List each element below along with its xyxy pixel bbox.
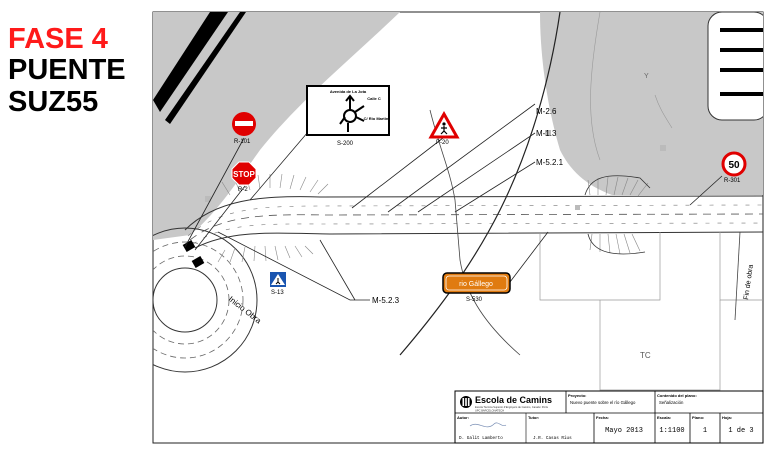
marker-dot <box>575 205 580 210</box>
crosswalk-stripe <box>720 48 763 52</box>
tutor-label: Tutor: <box>528 415 539 420</box>
sign-code-s13: S-13 <box>271 290 284 296</box>
content-value: Señalización <box>659 400 684 405</box>
river-edge <box>429 109 521 356</box>
content-label: Contenido del plano: <box>657 393 697 398</box>
tc-label: TC <box>640 351 651 360</box>
marker-dot <box>205 196 211 202</box>
road-edge-north <box>184 195 763 231</box>
marker-dot <box>660 145 666 151</box>
roundabout-outer <box>153 227 258 373</box>
sign-code-r301: R-301 <box>724 178 741 184</box>
direction-dest-3: C/ Rio Martin <box>364 116 389 121</box>
river-name-sign <box>442 272 511 294</box>
parcel-outline <box>599 300 721 391</box>
fin-obra-label: Fin de obra <box>743 264 755 300</box>
school-logo-icon <box>460 396 472 408</box>
sign-code-s200: S-200 <box>337 141 354 147</box>
author-label: Autor: <box>457 415 469 420</box>
school-subtitle: Escola Tècnica Superior d'Enginyers de C… <box>475 405 549 409</box>
sign-code-r101: R-101 <box>234 139 251 145</box>
road-centerline <box>189 213 763 241</box>
embankment-hatch-east <box>587 176 649 255</box>
speed-limit-sign <box>721 151 747 177</box>
school-name: Escola de Camins <box>475 395 552 405</box>
sign-code-r2: R-2 <box>238 187 248 193</box>
river-name-sign-border <box>445 275 508 291</box>
terrain-line <box>590 12 601 161</box>
marking-label-m521: M-5.2.1 <box>536 158 564 167</box>
river-name-text: rio Gállego <box>459 281 493 288</box>
date-value: Mayo 2013 <box>605 427 643 435</box>
speed-limit-value: 50 <box>728 160 740 171</box>
sheet-label: Hoja: <box>722 415 732 420</box>
title-block <box>454 390 764 444</box>
y-label: Y <box>644 73 649 80</box>
school-subtitle-2: UPC BARCELONATECH <box>475 409 504 413</box>
marker-dot <box>545 130 551 136</box>
fin-obra-line <box>734 231 741 321</box>
author-signature <box>469 422 507 428</box>
direction-dest-2: Calle C <box>367 96 381 101</box>
stop-sign <box>231 161 257 186</box>
direction-dest-1: Avenida de La Jota <box>330 89 367 94</box>
phase-subtitle-2: SUZ55 <box>8 85 99 118</box>
gray-zone-left <box>153 12 400 240</box>
terrain-line <box>654 94 673 129</box>
yield-marking <box>182 240 196 252</box>
yield-marking <box>191 256 205 268</box>
phase-title: FASE 4 PUENTE SUZ55 <box>8 23 126 118</box>
tutor-value: J.R. Casas Rius <box>533 436 572 441</box>
leader-lines <box>184 103 723 301</box>
scale-label: Escala: <box>657 415 671 420</box>
stop-sign-text: STOP <box>233 170 255 179</box>
crosswalk-stripe <box>720 68 763 72</box>
roundabout-lane <box>153 255 230 345</box>
project-value: Nuevo puente sobre el río Gállego <box>570 400 636 405</box>
roundabout-arrow-icon <box>339 94 365 132</box>
plane-value: 1 <box>703 427 707 435</box>
author-value: D. Galit Lamberto <box>459 436 503 441</box>
lane-line <box>187 204 763 237</box>
black-road-edge <box>165 12 246 124</box>
phase-subtitle-1: PUENTE <box>8 54 126 87</box>
river-line <box>399 12 561 356</box>
plane-label: Plano: <box>692 415 704 420</box>
marking-label-m13: M-1.3 <box>536 129 557 138</box>
roundabout-island <box>153 267 218 333</box>
embankment-east-north <box>584 175 651 196</box>
pedestrian-crossing-sign <box>270 272 286 287</box>
lane-line <box>192 222 763 245</box>
marking-label-m523: M-5.2.3 <box>372 296 400 305</box>
crosswalk-stripe <box>720 92 763 96</box>
road-edge-south <box>194 231 763 249</box>
roundabout-lane <box>153 241 244 359</box>
sheet-value: 1 de 3 <box>728 427 753 435</box>
phase-number: FASE 4 <box>8 23 108 55</box>
marking-label-m26: M-2.6 <box>536 107 557 116</box>
black-road-edge <box>153 12 228 112</box>
parcel-outline <box>719 232 763 301</box>
gray-zone-right <box>540 12 763 195</box>
date-label: Fecha: <box>596 415 609 420</box>
project-label: Proyecto: <box>568 393 586 398</box>
crosswalk-stripe <box>720 28 763 32</box>
scale-value: 1:1100 <box>659 427 684 435</box>
pedestrian-warning-sign <box>428 110 460 139</box>
no-entry-sign <box>232 112 256 136</box>
sign-code-s530: S-530 <box>466 297 483 303</box>
sign-code-p20: P-20 <box>436 140 449 146</box>
embankment-east-south <box>587 233 646 255</box>
